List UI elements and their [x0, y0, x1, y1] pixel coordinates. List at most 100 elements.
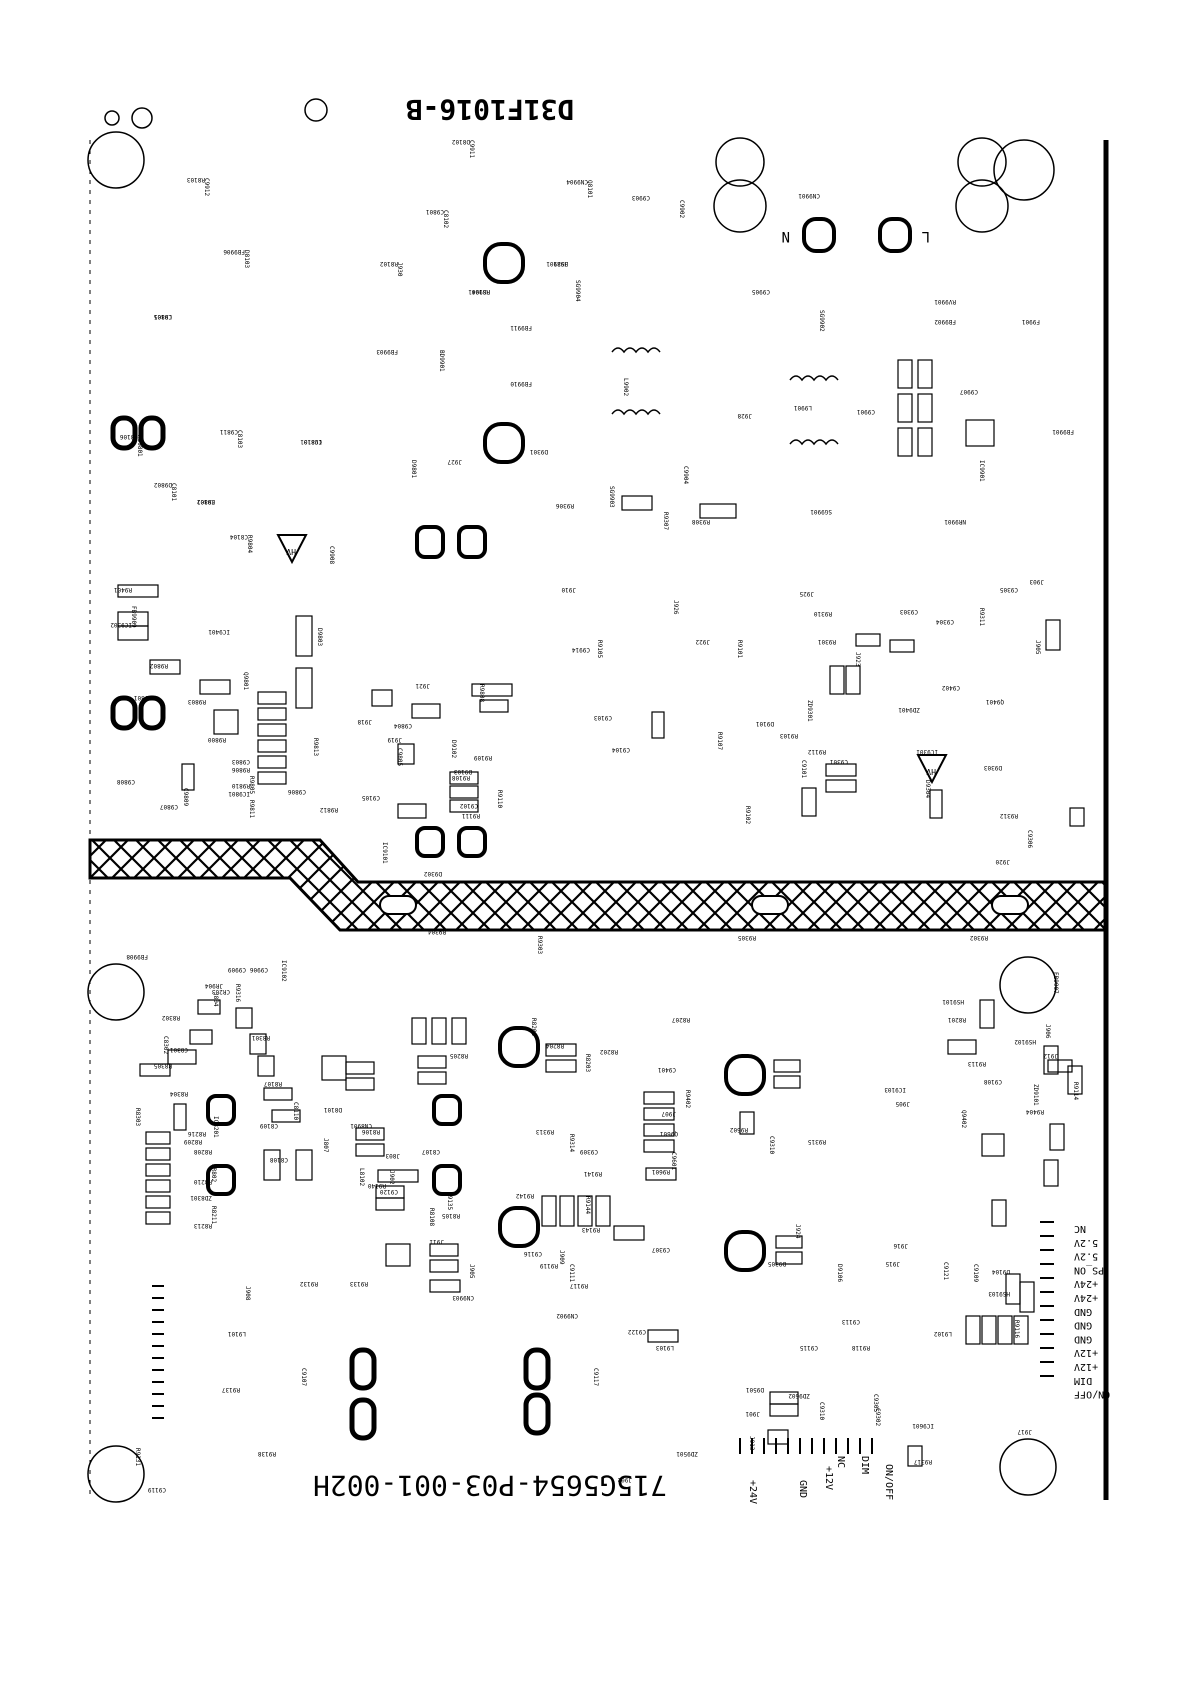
pin-label: +24V — [1074, 1278, 1098, 1289]
refdes-label: R9113 — [968, 1060, 986, 1067]
smd-footprint — [855, 633, 881, 647]
smd-footprint — [167, 1049, 197, 1065]
smd-footprint — [997, 1315, 1013, 1345]
smd-footprint — [145, 1131, 171, 1145]
refdes-label: R9804 — [246, 535, 253, 553]
refdes-label: R9110 — [496, 790, 503, 808]
refdes-label: J920 — [995, 858, 1010, 865]
smd-footprint — [417, 1055, 447, 1069]
refdes-label: C9801 — [426, 208, 444, 215]
refdes-label: C9113 — [842, 1318, 860, 1325]
refdes-label: D9102 — [450, 740, 457, 758]
refdes-label: R9805 — [248, 776, 255, 794]
refdes-label: R9304 — [428, 928, 446, 935]
refdes-label: J913 — [748, 1436, 755, 1451]
smd-footprint — [613, 1225, 645, 1241]
refdes-label: J921 — [415, 682, 430, 689]
smd-footprints — [117, 359, 1085, 1467]
refdes-label: IC9302 — [110, 621, 132, 628]
refdes-label: R8103 — [187, 176, 205, 183]
refdes-label: IC9901 — [978, 460, 985, 482]
isolation-band — [88, 838, 1108, 932]
refdes-label: C9303 — [900, 608, 918, 615]
refdes-label: J902 — [388, 1170, 395, 1185]
refdes-label: C9119 — [148, 1486, 166, 1493]
refdes-label: J909 — [558, 1250, 565, 1265]
refdes-label: FB9903 — [376, 348, 398, 355]
refdes-label: FB9911 — [510, 324, 532, 331]
smd-footprint — [917, 393, 933, 423]
mark-hv-2: HV — [926, 767, 936, 776]
smd-footprint — [355, 1143, 385, 1157]
smd-footprint — [197, 999, 221, 1015]
smd-footprint — [897, 427, 913, 457]
smd-footprint — [643, 1091, 675, 1105]
smd-footprint — [541, 1195, 557, 1227]
pin-label: GND — [1074, 1320, 1092, 1331]
refdes-label: C8103 — [236, 430, 243, 448]
refdes-label: R9802 — [150, 662, 168, 669]
oval-pads — [110, 415, 551, 1441]
refdes-label: R8104 — [472, 288, 490, 295]
bottom-connector-label: ON/OFF — [883, 1464, 894, 1500]
smd-footprint — [1069, 807, 1085, 827]
refdes-label: R8207 — [672, 1016, 690, 1023]
refdes-label: D9101 — [756, 720, 774, 727]
refdes-label: R9112 — [808, 748, 826, 755]
refdes-label: HS9103 — [988, 1290, 1010, 1297]
refdes-label: R9105 — [596, 640, 603, 658]
refdes-label: J906 — [1044, 1024, 1051, 1039]
smd-footprint — [825, 763, 857, 777]
refdes-label: R9810 — [232, 782, 250, 789]
mark-hv-1: HV — [286, 547, 296, 556]
refdes-label: R8213 — [194, 1222, 212, 1229]
refdes-label: J928 — [737, 412, 752, 419]
smd-footprint — [145, 1147, 171, 1161]
smd-footprint — [479, 699, 509, 713]
refdes-label: R9119 — [540, 1262, 558, 1269]
smd-footprint — [173, 1103, 187, 1131]
smd-footprint — [321, 1055, 347, 1081]
refdes-label: C8105 — [154, 313, 172, 320]
refdes-label: C9908 — [328, 546, 335, 564]
refdes-label: R8107 — [264, 1080, 282, 1087]
refdes-label: R9806 — [232, 766, 250, 773]
smd-footprint — [471, 683, 513, 697]
refdes-label: D9301 — [530, 448, 548, 455]
smd-footprint — [643, 1107, 675, 1121]
refdes-label: R9312 — [1000, 812, 1018, 819]
refdes-label: R8303 — [134, 1108, 141, 1126]
refdes-label: C9105 — [362, 794, 380, 801]
hv-triangles — [276, 534, 948, 785]
refdes-label: C9306 — [1026, 830, 1033, 848]
refdes-label: R9314 — [568, 1134, 575, 1152]
refdes-label: R9303 — [536, 936, 543, 954]
refdes-label: L9902 — [622, 378, 629, 396]
refdes-label: FB9907 — [1052, 972, 1059, 994]
smd-footprint — [595, 1195, 611, 1227]
smd-footprint — [1045, 619, 1061, 651]
smd-footprint — [775, 1235, 803, 1249]
refdes-label: R9107 — [716, 732, 723, 750]
refdes-label: R8105 — [442, 1212, 460, 1219]
smd-footprint — [965, 1315, 981, 1345]
smd-footprint — [991, 1199, 1007, 1227]
refdes-label: SG9904 — [574, 280, 581, 302]
refdes-label: R9144 — [584, 1196, 591, 1214]
smd-footprint — [235, 1007, 253, 1029]
refdes-label: HS9101 — [942, 998, 964, 1005]
smd-footprint — [449, 785, 479, 799]
refdes-label: R8302 — [162, 1014, 180, 1021]
smd-footprint — [897, 359, 913, 389]
board-id-top: D31F1016-B — [406, 93, 575, 126]
refdes-label: J930 — [396, 262, 403, 277]
refdes-label: R9310 — [814, 610, 832, 617]
refdes-label: D9103 — [454, 768, 472, 775]
refdes-label: IC9102 — [280, 960, 287, 982]
refdes-label: R9117 — [570, 1282, 588, 1289]
refdes-label: JR802 — [210, 1164, 217, 1182]
smd-footprint — [907, 1445, 923, 1467]
refdes-label: Q8101 — [586, 180, 593, 198]
smd-footprint — [897, 393, 913, 423]
smd-footprint — [345, 1077, 375, 1091]
